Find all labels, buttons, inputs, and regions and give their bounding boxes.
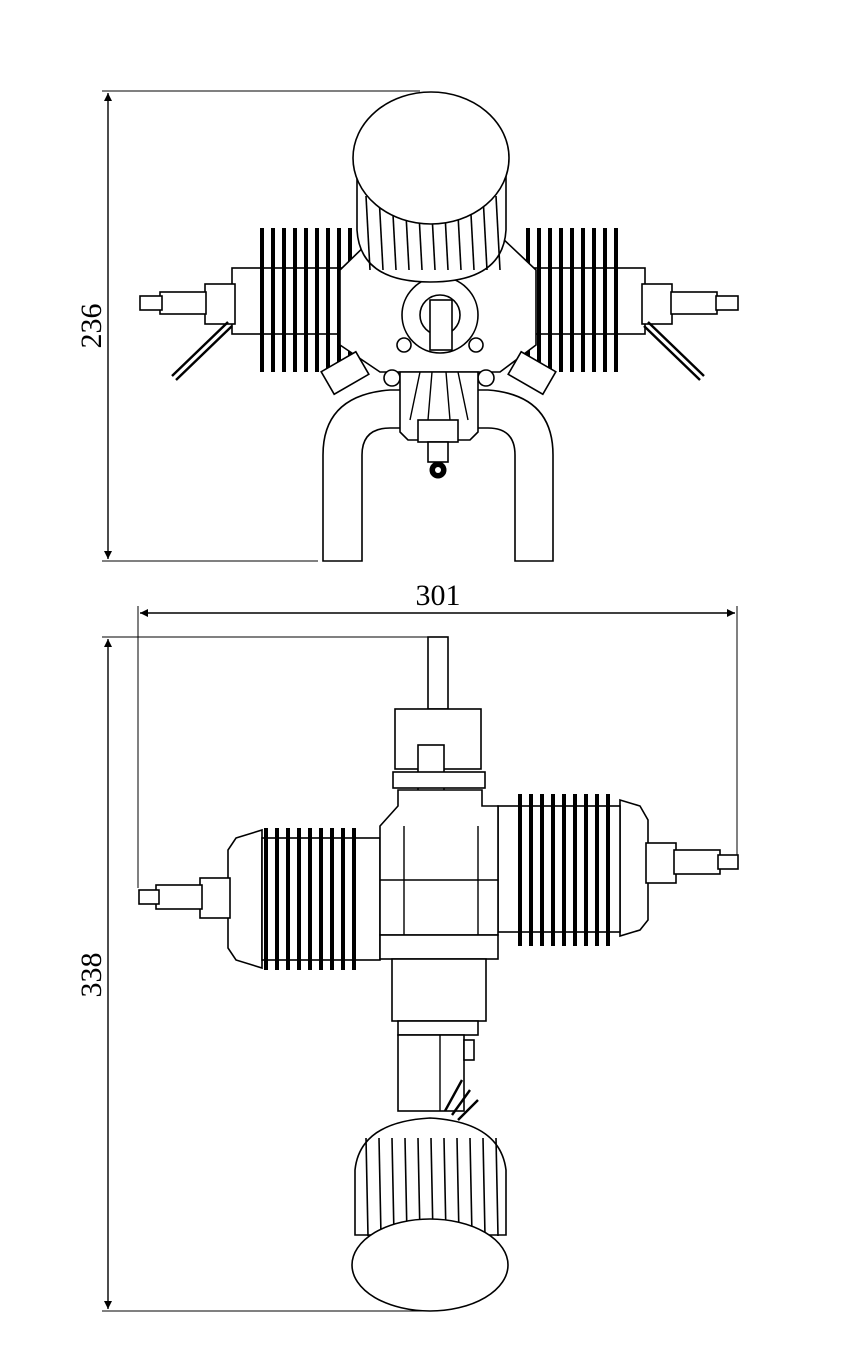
height-dimension: 236 xyxy=(75,90,420,562)
height-dimension-label: 236 xyxy=(75,304,108,349)
left-cylinder-top xyxy=(138,828,381,970)
carburetor xyxy=(399,371,479,479)
right-cylinder xyxy=(514,228,739,381)
drawing-stroke xyxy=(391,1137,395,1237)
drawing-stroke xyxy=(404,1137,408,1237)
drawing-stroke xyxy=(365,1137,369,1237)
length-dimension-label: 338 xyxy=(75,953,108,998)
drawing-stroke xyxy=(482,195,488,271)
prop-shaft xyxy=(392,636,486,796)
width-dimension: 301 xyxy=(137,579,738,888)
drawing-stroke xyxy=(495,1137,499,1237)
drawing-stroke xyxy=(365,195,371,271)
drawing-stroke xyxy=(469,1137,473,1237)
air-filter-front xyxy=(352,91,510,283)
drawing-stroke xyxy=(482,1137,486,1237)
length-dimension: 338 xyxy=(75,636,430,1312)
front-view: 236 xyxy=(75,90,739,562)
right-cylinder-top xyxy=(497,794,739,946)
ignition-module xyxy=(397,1034,479,1121)
crankcase-top xyxy=(379,789,499,1036)
air-filter-top xyxy=(351,1117,509,1312)
top-view: 301 338 xyxy=(75,579,739,1312)
drawing-stroke xyxy=(378,1137,382,1237)
drawing-stroke xyxy=(495,195,501,271)
drawing-stroke xyxy=(456,1137,460,1237)
width-dimension-label: 301 xyxy=(416,579,461,612)
left-cylinder xyxy=(139,228,363,381)
